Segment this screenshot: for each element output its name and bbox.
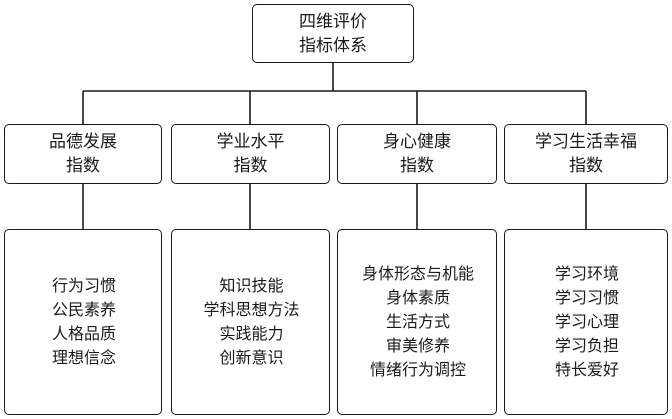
detail-item: 实践能力 xyxy=(219,324,284,343)
root-title-line1: 四维评价 xyxy=(299,11,367,32)
detail-item: 行为习惯 xyxy=(51,276,116,295)
detail-node-health: 身体形态与机能 身体素质 生活方式 审美修养 情绪行为调控 xyxy=(337,229,497,415)
category-title-line2: 指数 xyxy=(66,156,100,176)
detail-item: 身体素质 xyxy=(385,288,450,307)
detail-list: 行为习惯 公民素养 人格品质 理想信念 xyxy=(52,274,116,370)
detail-item: 创新意识 xyxy=(219,348,284,367)
detail-node-moral: 行为习惯 公民素养 人格品质 理想信念 xyxy=(4,229,162,415)
detail-item: 生活方式 xyxy=(385,312,450,331)
detail-item: 审美修养 xyxy=(385,336,450,355)
category-title-line1: 身心健康 xyxy=(383,132,451,152)
detail-item: 学习心理 xyxy=(554,312,619,331)
detail-list: 知识技能 学科思想方法 实践能力 创新意识 xyxy=(203,274,299,370)
category-title-line1: 学习生活幸福 xyxy=(535,132,637,152)
category-title-line2: 指数 xyxy=(233,156,268,176)
detail-item: 特长爱好 xyxy=(554,360,619,379)
detail-item: 情绪行为调控 xyxy=(369,360,466,379)
detail-item: 学习负担 xyxy=(554,336,619,355)
category-node-health: 身心健康 指数 xyxy=(337,124,497,184)
category-node-moral: 品德发展 指数 xyxy=(4,124,162,184)
detail-node-academic: 知识技能 学科思想方法 实践能力 创新意识 xyxy=(171,229,330,415)
root-node: 四维评价 指标体系 xyxy=(252,4,414,63)
category-title-line1: 学业水平 xyxy=(216,132,285,152)
detail-item: 知识技能 xyxy=(219,276,284,295)
detail-item: 身体形态与机能 xyxy=(361,264,474,283)
detail-item: 学习习惯 xyxy=(554,288,619,307)
detail-item: 学科思想方法 xyxy=(203,300,300,319)
category-node-academic: 学业水平 指数 xyxy=(171,124,330,184)
detail-node-happiness: 学习环境 学习习惯 学习心理 学习负担 特长爱好 xyxy=(504,229,668,415)
detail-list: 学习环境 学习习惯 学习心理 学习负担 特长爱好 xyxy=(555,262,619,382)
detail-item: 公民素养 xyxy=(51,300,116,319)
detail-list: 身体形态与机能 身体素质 生活方式 审美修养 情绪行为调控 xyxy=(362,262,474,382)
category-node-happiness: 学习生活幸福 指数 xyxy=(504,124,668,184)
detail-item: 人格品质 xyxy=(51,324,116,343)
root-title-line2: 指标体系 xyxy=(299,35,367,56)
category-title-line2: 指数 xyxy=(400,156,434,176)
category-title-line1: 品德发展 xyxy=(49,132,117,152)
category-title-line2: 指数 xyxy=(569,156,603,176)
detail-item: 理想信念 xyxy=(51,348,116,367)
detail-item: 学习环境 xyxy=(554,264,619,283)
